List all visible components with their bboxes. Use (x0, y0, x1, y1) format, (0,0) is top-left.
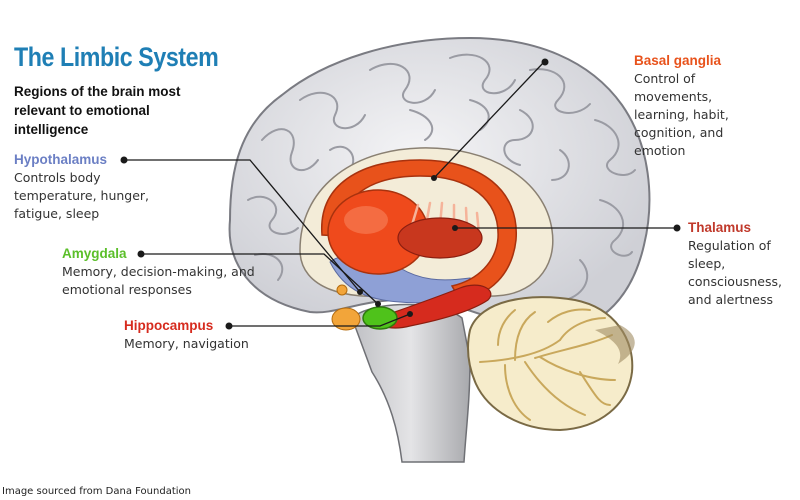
basal-ganglia-description: Control of movements, learning, habit, c… (634, 71, 729, 158)
label-basal-ganglia: Basal ganglia Control of movements, lear… (634, 53, 784, 160)
cortex-folds (247, 53, 636, 301)
label-thalamus: Thalamus Regulation of sleep, consciousn… (688, 220, 796, 309)
pituitary (331, 307, 361, 331)
leader-lines (124, 61, 676, 327)
thalamus-name: Thalamus (688, 220, 752, 235)
leader-hypothalamus (124, 159, 361, 293)
diagram-title: The Limbic System (14, 42, 219, 72)
leader-dots (120, 58, 681, 330)
basal-ganglia-name: Basal ganglia (634, 53, 722, 68)
hypothalamus-description: Controls body temperature, hunger, fatig… (14, 170, 150, 221)
hypothalamus-name: Hypothalamus (14, 152, 108, 167)
brain-stem (351, 303, 471, 463)
arbor-vitae (479, 308, 616, 421)
hippocampus-description: Memory, navigation (124, 336, 249, 351)
amygdala-description: Memory, decision-making, and emotional r… (62, 264, 255, 297)
label-hippocampus: Hippocampus Memory, navigation (124, 318, 284, 353)
label-amygdala: Amygdala Memory, decision-making, and em… (62, 246, 282, 299)
diagram-subtitle: Regions of the brain most relevant to em… (14, 84, 181, 137)
label-hypothalamus: Hypothalamus Controls body temperature, … (14, 152, 204, 223)
occipital-fold (595, 325, 635, 364)
leader-basal-ganglia (433, 61, 545, 179)
amygdala-name: Amygdala (62, 246, 127, 261)
hippocampus-name: Hippocampus (124, 318, 214, 333)
amygdala-region (362, 306, 398, 330)
leader-hippocampus (230, 313, 411, 327)
leader-amygdala (141, 253, 379, 305)
thalamus-region (397, 217, 483, 259)
thalamus-description: Regulation of sleep, consciousness, and … (688, 238, 782, 307)
image-source-credit: Image sourced from Dana Foundation (2, 486, 191, 497)
